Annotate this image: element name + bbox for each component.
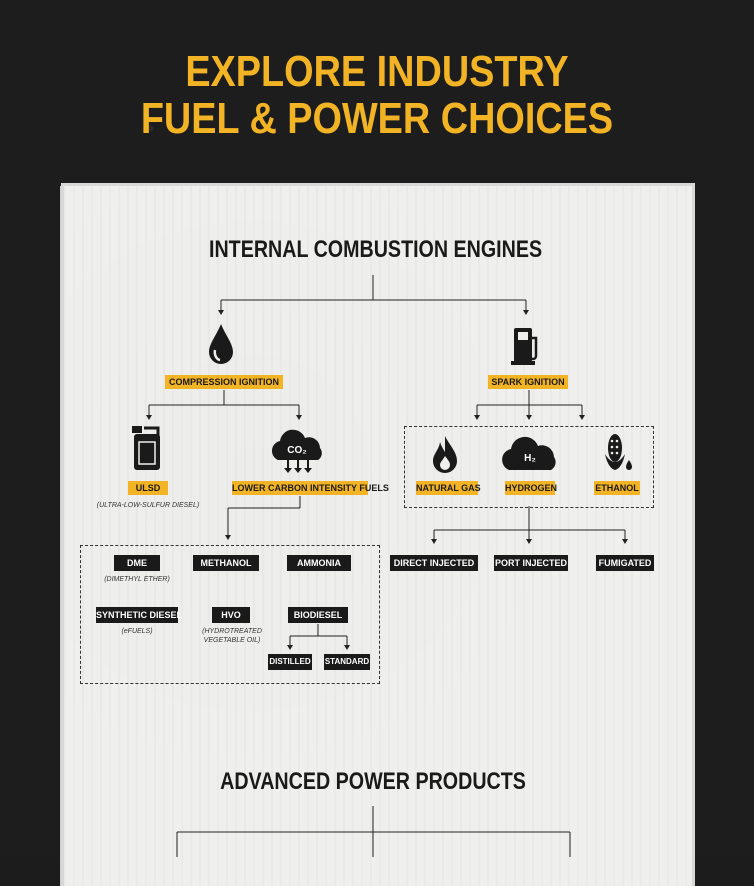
section-heading-internal-combustion: INTERNAL COMBUSTION ENGINES <box>209 236 543 263</box>
ammonia-label: AMMONIA <box>287 555 351 571</box>
section-heading-advanced-power: ADVANCED POWER PRODUCTS <box>220 768 526 795</box>
natural-gas-label: NATURAL GAS <box>416 481 481 495</box>
connector-lines <box>146 275 628 857</box>
methanol-label: METHANOL <box>193 555 259 571</box>
dme-subtitle: (DIMETHYL ETHER) <box>104 576 170 583</box>
ethanol-label: ETHANOL <box>594 481 640 495</box>
synthetic-diesel-label: SYNTHETIC DIESEL <box>96 607 182 623</box>
co2-text: CO₂ <box>287 445 306 456</box>
h2-text: H₂ <box>524 453 536 464</box>
dme-label: DME <box>114 555 160 571</box>
low-carbon-fuels-group <box>80 545 380 684</box>
lower-carbon-fuels-label: LOWER CARBON INTENSITY FUELS <box>232 481 389 495</box>
page-title: EXPLORE INDUSTRY FUEL & POWER CHOICES <box>53 48 701 142</box>
diesel-can-icon <box>132 426 160 470</box>
co2-cloud-icon: CO₂ <box>271 429 322 473</box>
ulsd-label: ULSD <box>128 481 168 495</box>
title-line-1: EXPLORE INDUSTRY <box>185 47 569 96</box>
hvo-subtitle-line-2: VEGETABLE OIL) <box>203 637 261 644</box>
fumigated-label: FUMIGATED <box>596 555 654 571</box>
paper-panel <box>64 186 692 886</box>
title-line-2: FUEL & POWER CHOICES <box>140 94 614 143</box>
direct-injected-label: DIRECT INJECTED <box>390 555 478 571</box>
flame-icon <box>433 436 457 473</box>
oil-drop-icon <box>209 324 233 364</box>
ulsd-subtitle: (ULTRA-LOW-SULFUR DIESEL) <box>96 502 200 509</box>
synthetic-diesel-subtitle: (eFUELS) <box>121 628 153 635</box>
compression-ignition-label: COMPRESSION IGNITION <box>165 375 283 389</box>
corn-icon <box>605 434 632 470</box>
hvo-subtitle-line-1: (HYDROTREATED <box>202 628 262 635</box>
fuel-pump-icon <box>511 328 538 365</box>
spark-fuels-group <box>404 426 654 508</box>
hydrogen-label: HYDROGEN <box>505 481 558 495</box>
hydrogen-cloud-icon: H₂ <box>502 436 556 470</box>
biodiesel-label: BIODIESEL <box>288 607 348 623</box>
hvo-label: HVO <box>212 607 250 623</box>
standard-label: STANDARD <box>324 654 370 670</box>
distilled-label: DISTILLED <box>268 654 312 670</box>
port-injected-label: PORT INJECTED <box>494 555 568 571</box>
spark-ignition-label: SPARK IGNITION <box>488 375 568 389</box>
